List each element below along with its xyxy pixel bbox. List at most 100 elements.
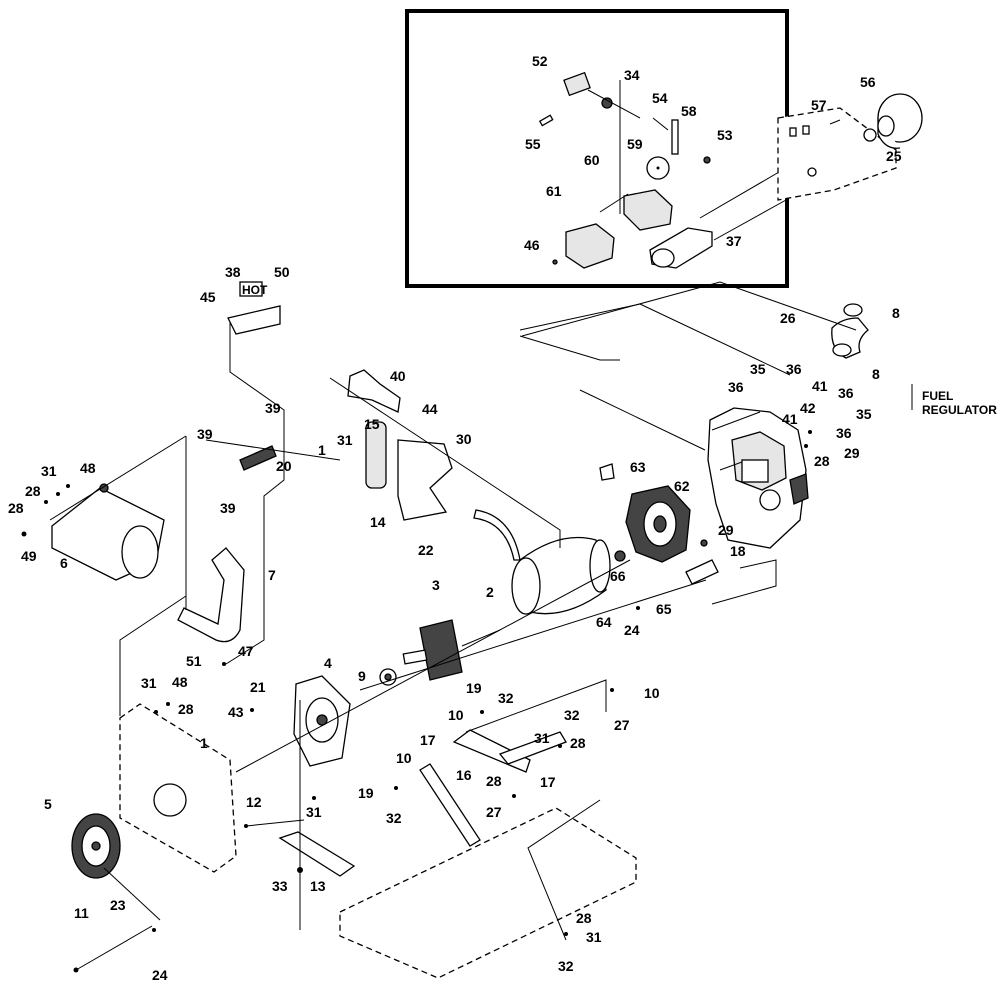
label-53: 53	[717, 127, 733, 143]
label-60: 60	[584, 152, 600, 168]
fan-housing-62	[625, 485, 691, 563]
part-63	[599, 463, 615, 481]
label-27-b: 27	[486, 804, 502, 820]
label-17-b: 17	[540, 774, 556, 790]
label-36-a: 36	[786, 361, 802, 377]
label-41-a: 41	[812, 378, 828, 394]
label-8-mid: 8	[872, 366, 880, 382]
label-64: 64	[596, 614, 612, 630]
wheel-5	[71, 813, 121, 879]
label-23: 23	[110, 897, 126, 913]
label-28-c: 28	[814, 453, 830, 469]
label-42: 42	[800, 400, 816, 416]
label-32-b: 32	[564, 707, 580, 723]
label-51: 51	[186, 653, 202, 669]
label-2: 2	[486, 584, 494, 600]
label-37: 37	[726, 233, 742, 249]
label-48-b: 48	[172, 674, 188, 690]
label-28-f: 28	[486, 773, 502, 789]
axle-11	[75, 925, 153, 971]
fastener-dots	[21, 430, 812, 973]
label-24-a: 24	[624, 622, 640, 638]
shroud-22	[473, 509, 521, 561]
label-1-b: 1	[200, 735, 208, 751]
flex-pipe-20	[227, 281, 281, 471]
label-39-a: 39	[265, 400, 281, 416]
label-35-a: 35	[750, 361, 766, 377]
inset-parts	[538, 71, 787, 269]
part-66	[614, 550, 626, 562]
label-14: 14	[370, 514, 386, 530]
label-31-d: 31	[306, 804, 322, 820]
label-17-a: 17	[420, 732, 436, 748]
cradle-16	[419, 729, 567, 847]
label-40: 40	[390, 368, 406, 384]
label-38: 38	[225, 264, 241, 280]
stator-cover-2	[511, 536, 611, 615]
label-31-f: 31	[586, 929, 602, 945]
label-12: 12	[246, 794, 262, 810]
label-61: 61	[546, 183, 562, 199]
label-10-a: 10	[448, 707, 464, 723]
label-52: 52	[532, 53, 548, 69]
exhaust-pipe-7	[177, 547, 245, 643]
label-30: 30	[456, 431, 472, 447]
label-32-c: 32	[386, 810, 402, 826]
label-19-b: 19	[358, 785, 374, 801]
label-5: 5	[44, 796, 52, 812]
hose-26	[831, 303, 869, 359]
hot-decal-text: HOT	[242, 283, 268, 297]
label-20: 20	[276, 458, 292, 474]
label-24-b: 24	[152, 967, 168, 983]
label-22: 22	[418, 542, 434, 558]
label-43: 43	[228, 704, 244, 720]
label-29-a: 29	[718, 522, 734, 538]
label-9: 9	[358, 668, 366, 684]
label-3: 3	[432, 577, 440, 593]
label-41-b: 41	[782, 411, 798, 427]
label-62: 62	[674, 478, 690, 494]
label-31-a: 31	[337, 432, 353, 448]
label-8-top: 8	[892, 305, 900, 321]
label-48-a: 48	[80, 460, 96, 476]
part-18-bracket	[685, 559, 719, 585]
label-39-b: 39	[197, 426, 213, 442]
label-6: 6	[60, 555, 68, 571]
label-10-b: 10	[644, 685, 660, 701]
rotor-3	[379, 619, 501, 686]
engine-assembly	[707, 407, 809, 549]
label-47: 47	[238, 643, 254, 659]
label-28-d: 28	[178, 701, 194, 717]
rod-12	[245, 819, 305, 827]
label-34: 34	[624, 67, 640, 83]
label-15: 15	[364, 416, 380, 432]
label-11: 11	[74, 905, 89, 921]
part-29-lower	[700, 539, 708, 547]
label-35-b: 35	[856, 406, 872, 422]
label-33: 33	[272, 878, 288, 894]
label-56: 56	[860, 74, 876, 90]
label-7: 7	[268, 567, 276, 583]
label-58: 58	[681, 103, 697, 119]
label-55: 55	[525, 136, 541, 152]
air-cleaner-bracket	[777, 93, 923, 201]
label-44: 44	[422, 401, 438, 417]
label-65: 65	[656, 601, 672, 617]
label-26: 26	[780, 310, 796, 326]
label-28-b: 28	[8, 500, 24, 516]
label-19-a: 19	[466, 680, 482, 696]
label-25: 25	[886, 148, 902, 164]
label-28-g: 28	[576, 910, 592, 926]
base-frame	[339, 807, 637, 979]
label-32-d: 32	[558, 958, 574, 974]
label-50: 50	[274, 264, 290, 280]
label-49: 49	[21, 548, 37, 564]
label-54: 54	[652, 90, 668, 106]
label-63: 63	[630, 459, 646, 475]
label-18: 18	[730, 543, 746, 559]
label-36-d: 36	[836, 425, 852, 441]
label-31-b: 31	[41, 463, 57, 479]
part-labels: 52 34 54 58 53 55 59 60 61 46 37 56 57 2…	[8, 53, 997, 983]
label-45: 45	[200, 289, 216, 305]
